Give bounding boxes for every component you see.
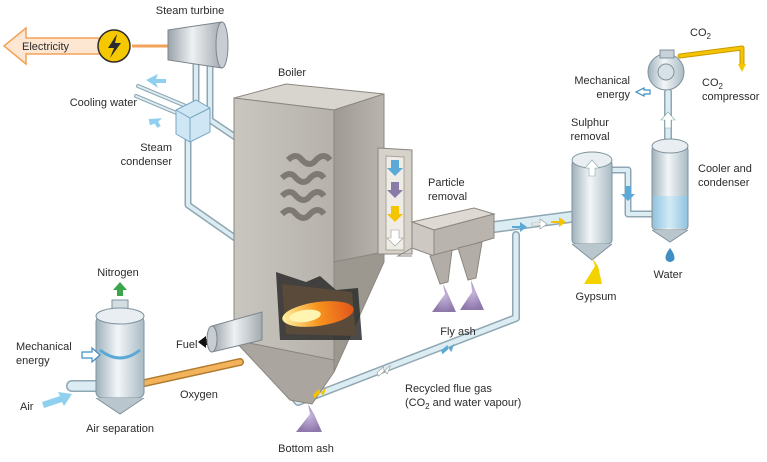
condenser-flow-arrow <box>621 186 635 201</box>
boiler-label: Boiler <box>278 67 306 79</box>
sulphur-removal-label-line2: removal <box>570 131 609 143</box>
fly-ash-piles <box>432 280 484 312</box>
heat-exchanger-coils <box>279 153 333 221</box>
lightning-icon <box>97 29 131 63</box>
sulphur-removal-tank <box>571 151 613 261</box>
air-arrow <box>42 392 72 408</box>
particle-removal-unit <box>396 207 496 285</box>
fly-ash-label: Fly ash <box>440 326 475 338</box>
sulphur-removal-label-line1: Sulphur <box>571 117 609 129</box>
recycled-flue-gas-label-line2: (CO2 and water vapour) <box>405 397 521 411</box>
pipe-flow-arrows <box>512 217 566 232</box>
fuel-burner <box>206 311 263 353</box>
bottom-ash-pile <box>296 404 322 432</box>
steam-condenser-label-line2: condenser <box>121 156 173 168</box>
air-label: Air <box>20 401 34 413</box>
oxygen-label: Oxygen <box>180 389 218 401</box>
water-label: Water <box>654 269 683 281</box>
steam-turbine <box>167 21 229 69</box>
co2-compressor-label-line1: CO2 <box>702 77 724 91</box>
co2-outlet-label: CO2 <box>690 27 712 41</box>
recycle-flow-arrows <box>313 343 455 399</box>
steam-condenser <box>175 99 211 143</box>
steam-condenser-label-line1: Steam <box>140 142 172 154</box>
boiler <box>232 83 413 405</box>
mechanical-energy-arrow-top <box>634 87 651 97</box>
gypsum-pile <box>584 258 602 284</box>
fuel-label: Fuel <box>176 339 197 351</box>
air-separation-label: Air separation <box>86 423 154 435</box>
electricity-label: Electricity <box>22 41 70 53</box>
cooler-condenser-label-line2: condenser <box>698 177 750 189</box>
cooling-water-label: Cooling water <box>70 97 138 109</box>
nitrogen-arrow <box>113 282 127 296</box>
mechanical-energy-top-label-line2: energy <box>596 89 630 101</box>
nitrogen-label: Nitrogen <box>97 267 139 279</box>
mechanical-energy-top-label-line1: Mechanical <box>574 75 630 87</box>
cooling-water-arrows <box>146 74 166 128</box>
electricity-arrow: Electricity <box>2 26 105 66</box>
compressor-flow-arrow <box>660 111 676 129</box>
mechanical-energy-label-line2: energy <box>16 355 50 367</box>
cooler-condenser-tank <box>651 138 689 243</box>
co2-outlet-arrow <box>738 64 746 72</box>
co2-compressor-label-line2: compressor <box>702 91 760 103</box>
recycled-flue-gas-label-line1: Recycled flue gas <box>405 383 492 395</box>
mechanical-energy-arrow <box>81 346 101 364</box>
bottom-ash-label: Bottom ash <box>278 443 334 455</box>
cooler-condenser-label-line1: Cooler and <box>698 163 752 175</box>
gypsum-label: Gypsum <box>576 291 617 303</box>
duct-arrows <box>386 160 404 247</box>
steam-turbine-label: Steam turbine <box>156 5 224 17</box>
mechanical-energy-label-line1: Mechanical <box>16 341 72 353</box>
particle-removal-label-line2: removal <box>428 191 467 203</box>
co2-compressor <box>647 49 685 91</box>
flame-icon <box>282 301 354 327</box>
particle-removal-label-line1: Particle <box>428 177 465 189</box>
water-drop-icon <box>665 248 675 262</box>
air-separation-unit <box>95 299 145 415</box>
